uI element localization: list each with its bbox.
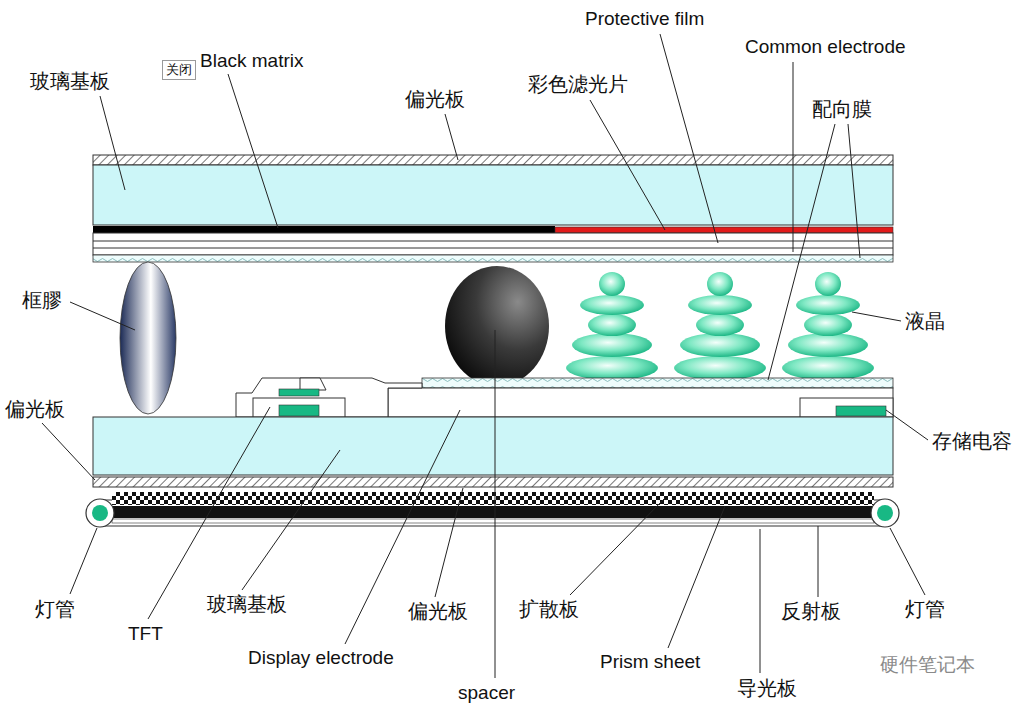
- part-label: 偏光板: [5, 398, 65, 421]
- close-button: 关闭: [162, 60, 196, 80]
- part-label: Protective film: [585, 8, 704, 30]
- part-label: 反射板: [781, 600, 841, 623]
- watermark: 硬件笔记本: [880, 654, 975, 676]
- button-text: 关闭: [166, 62, 192, 78]
- part-label: Prism sheet: [600, 651, 700, 673]
- part-label: 框膠: [22, 289, 62, 312]
- part-label: 存储电容: [932, 430, 1012, 453]
- part-label: spacer: [458, 682, 515, 704]
- part-label: 彩色滤光片: [528, 73, 628, 96]
- part-label: TFT: [128, 623, 163, 645]
- part-label: Display electrode: [248, 647, 394, 669]
- part-label: Common electrode: [745, 36, 906, 58]
- part-label: 扩散板: [519, 598, 579, 621]
- part-label: 液晶: [905, 310, 945, 333]
- part-label: 玻璃基板: [30, 70, 110, 93]
- part-label: 玻璃基板: [207, 593, 287, 616]
- part-label: 导光板: [737, 677, 797, 700]
- part-label: Black matrix: [200, 50, 303, 72]
- part-label: 灯管: [905, 598, 945, 621]
- part-label: 偏光板: [405, 88, 465, 111]
- part-label: 灯管: [35, 598, 75, 621]
- part-label: 配向膜: [812, 98, 872, 121]
- leader-lines: [42, 34, 928, 678]
- part-label: 偏光板: [408, 600, 468, 623]
